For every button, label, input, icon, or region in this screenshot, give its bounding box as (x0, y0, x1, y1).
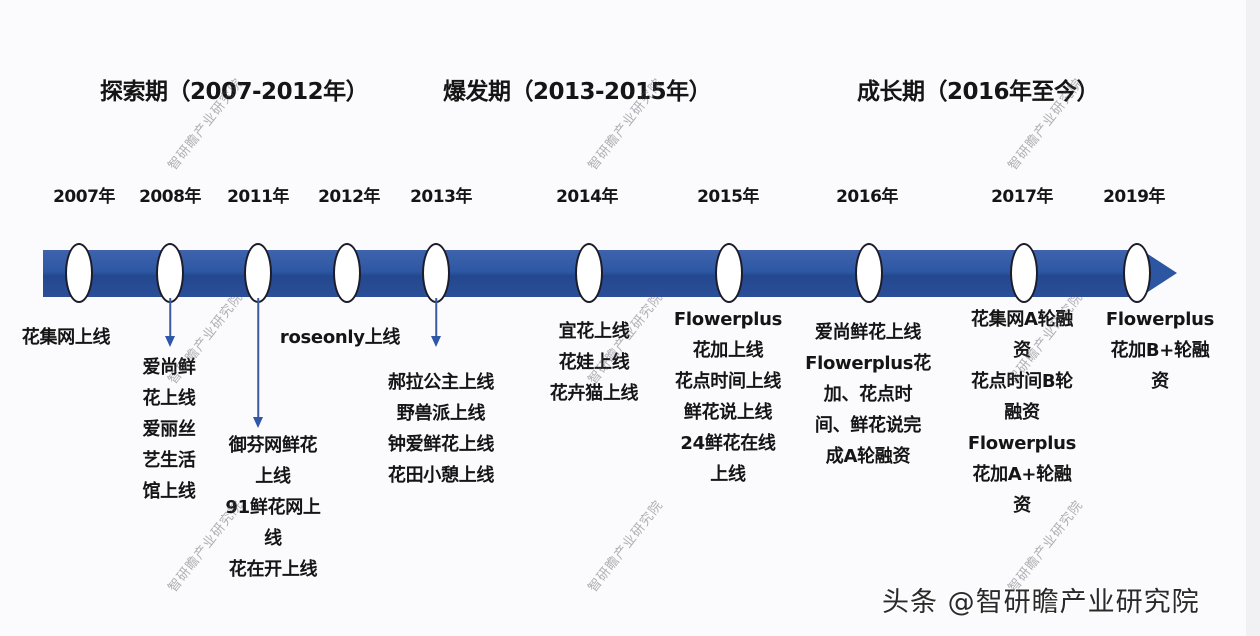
footer-credit: 头条 @智研瞻产业研究院 (882, 587, 1200, 618)
timeline-node-marker (422, 243, 450, 303)
phase-title: 成长期（2016年至今） (857, 79, 1100, 105)
timeline-node-marker (1010, 243, 1038, 303)
event-text: roseonly上线 (279, 327, 401, 348)
timeline-node-marker (575, 243, 603, 303)
event-text: 爱尚鲜 花上线 爱丽丝 艺生活 馆上线 (142, 357, 196, 502)
event-text: 御芬网鲜花 上线 91鲜花网上 线 花在开上线 (225, 435, 321, 580)
year-label: 2016年 (836, 187, 898, 207)
watermark-text: 智研瞻产业研究院 (165, 289, 247, 388)
timeline-node-marker (715, 243, 743, 303)
year-label: 2014年 (556, 187, 618, 207)
phase-title: 爆发期（2013-2015年） (443, 79, 712, 105)
pointer-line (435, 298, 437, 337)
pointer-line (169, 298, 171, 337)
year-label: 2012年 (318, 187, 380, 207)
event-text: 爱尚鲜花上线 Flowerplus花 加、花点时 间、鲜花说完 成A轮融资 (805, 322, 931, 467)
timeline-node-marker (65, 243, 93, 303)
phase-title: 探索期（2007-2012年） (100, 79, 369, 105)
year-label: 2015年 (697, 187, 759, 207)
event-text: 花集网上线 (21, 327, 111, 348)
pointer-line (257, 298, 259, 418)
arrow-down-icon (253, 417, 263, 428)
year-label: 2019年 (1103, 187, 1165, 207)
year-label: 2008年 (139, 187, 201, 207)
year-label: 2011年 (227, 187, 289, 207)
year-label: 2007年 (53, 187, 115, 207)
timeline-node-marker (156, 243, 184, 303)
watermark-text: 智研瞻产业研究院 (585, 497, 667, 596)
event-text: Flowerplus 花加B+轮融 资 (1105, 309, 1215, 392)
timeline-node-marker (244, 243, 272, 303)
arrow-down-icon (431, 336, 441, 347)
event-text: 郝拉公主上线 野兽派上线 钟爱鲜花上线 花田小憩上线 (387, 372, 495, 486)
year-label: 2017年 (991, 187, 1053, 207)
year-label: 2013年 (410, 187, 472, 207)
timeline-node-marker (1123, 243, 1151, 303)
event-text: 花集网A轮融 资 花点时间B轮 融资 Flowerplus 花加A+轮融 资 (967, 309, 1077, 516)
timeline-node-marker (333, 243, 361, 303)
arrow-down-icon (165, 336, 175, 347)
right-edge-strip (1246, 0, 1260, 636)
timeline-node-marker (855, 243, 883, 303)
event-text: Flowerplus 花加上线 花点时间上线 鲜花说上线 24鲜花在线 上线 (673, 309, 783, 485)
event-text: 宜花上线 花娃上线 花卉猫上线 (549, 321, 639, 404)
